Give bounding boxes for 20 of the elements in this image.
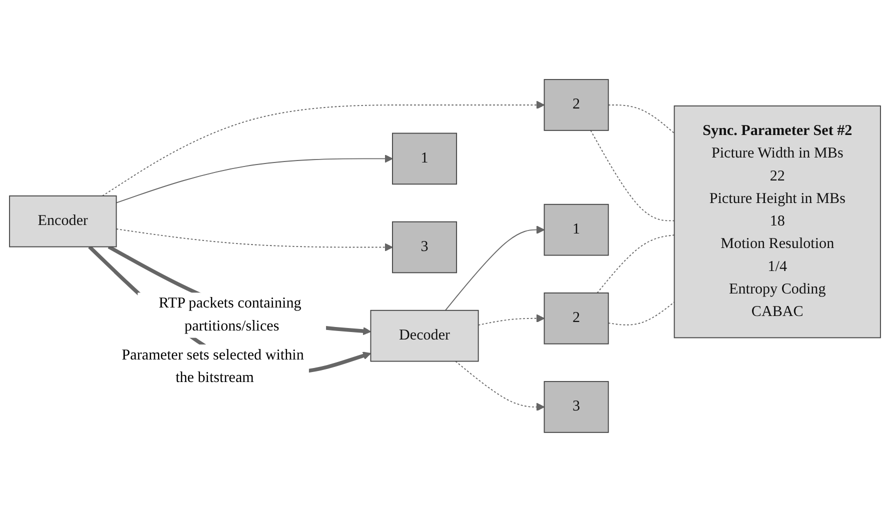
arrow bbox=[116, 154, 393, 203]
edge-label: Parameter sets selected within the bitstream bbox=[122, 346, 304, 386]
arrow bbox=[455, 360, 545, 411]
node-box: 2 bbox=[544, 292, 609, 344]
connector bbox=[590, 129, 675, 221]
arrow bbox=[478, 314, 545, 326]
connector bbox=[608, 104, 675, 134]
node-box: 3 bbox=[392, 220, 458, 273]
node-box: 1 bbox=[544, 203, 609, 256]
node-box: 1 bbox=[392, 132, 458, 184]
node-box: 3 bbox=[544, 380, 609, 432]
connector bbox=[596, 234, 675, 293]
arrow bbox=[116, 228, 393, 251]
edge-label: RTP packets containing partitions/slices bbox=[158, 294, 302, 334]
arrow bbox=[444, 225, 545, 310]
node-box: Sync. Parameter Set #2 Picture Width in MBs 22 Picture Height in MBs 18 Motion Resulotion 1/4 Entropy Coding CABAC bbox=[674, 104, 881, 338]
connector bbox=[608, 301, 675, 325]
node-box: Decoder bbox=[370, 309, 479, 362]
node-box: 2 bbox=[544, 78, 609, 130]
node-box: Encoder bbox=[9, 194, 117, 247]
